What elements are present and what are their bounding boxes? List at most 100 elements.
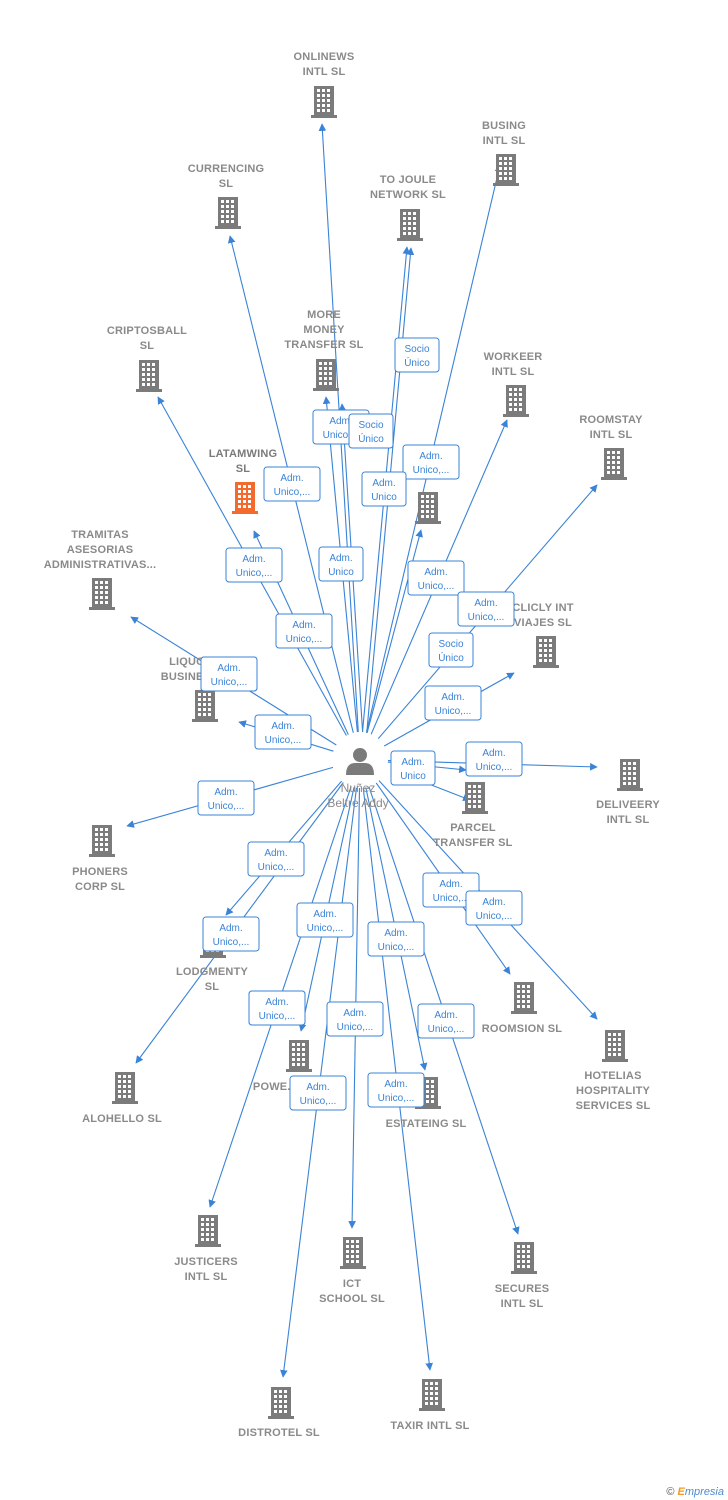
role-text-line: Adm. — [384, 1079, 407, 1090]
company-label-line: SL — [140, 340, 155, 352]
building-icon — [89, 825, 115, 857]
role-text: Adm.Unico,... — [337, 1008, 374, 1033]
role-label-clicly[interactable]: Adm.Unico,... — [424, 685, 482, 721]
role-label-hotelias[interactable]: Adm.Unico,... — [465, 890, 523, 926]
role-label-phoners[interactable]: Adm.Unico,... — [197, 780, 255, 816]
role-text-line: Unico,... — [337, 1022, 374, 1033]
company-label-line: POWE... — [253, 1081, 297, 1093]
role-label-workeer[interactable]: Adm.Unico,... — [407, 560, 465, 596]
company-node-powe[interactable]: POWE... — [253, 1040, 312, 1093]
role-box — [367, 1072, 425, 1108]
company-label-line: JUSTICERS — [174, 1256, 238, 1268]
role-label-busing[interactable]: Adm.Unico,... — [402, 444, 460, 480]
company-node-secures[interactable]: SECURES INTL SL — [495, 1242, 550, 1310]
company-node-alohello[interactable]: ALOHELLO SL — [82, 1072, 162, 1125]
brand-name: mpresia — [684, 1486, 724, 1498]
company-node-busing[interactable]: BUSING INTL SL — [482, 120, 526, 186]
role-label-secures[interactable]: Adm.Unico,... — [417, 1003, 475, 1039]
role-label-roomstay[interactable]: Adm.Unico,... — [457, 591, 515, 627]
role-label-latamwing[interactable]: Adm.Unico,... — [225, 547, 283, 583]
role-label-liquo[interactable]: Adm.Unico,... — [254, 714, 312, 750]
company-node-hidden_center[interactable] — [415, 492, 441, 524]
building-icon — [286, 1040, 312, 1072]
company-node-distrotel[interactable]: DISTROTEL SL — [238, 1387, 320, 1439]
building-icon — [419, 1379, 445, 1411]
role-text-line: Unico,... — [435, 706, 472, 717]
company-node-roomsion[interactable]: ROOMSION SL — [482, 982, 563, 1035]
person-name-line: Nuñez — [341, 781, 376, 795]
empresia-brand[interactable]: © Empresia — [666, 1486, 724, 1498]
building-icon — [602, 1030, 628, 1062]
role-text-line: Adm. — [384, 928, 407, 939]
company-label-line: ONLINEWS — [294, 51, 355, 63]
role-text-line: Unico,... — [378, 942, 415, 953]
role-label-estateing[interactable]: Adm. Unico,... — [367, 921, 425, 957]
role-label-alohello[interactable]: Adm.Unico,... — [202, 916, 260, 952]
role-text: Adm.Unico,... — [476, 748, 513, 773]
company-label: TAXIR INTL SL — [390, 1420, 469, 1432]
company-label-line: PHONERS — [72, 866, 128, 878]
role-text-line: Adm. — [329, 553, 352, 564]
role-label-deliveery[interactable]: Adm.Unico,... — [465, 741, 523, 777]
role-text: Adm.Unico,... — [476, 897, 513, 922]
role-text-line: Adm. — [401, 757, 424, 768]
role-label-taxir[interactable]: Adm. Unico,... — [367, 1072, 425, 1108]
company-label-line: SECURES — [495, 1283, 550, 1295]
company-node-taxir[interactable]: TAXIR INTL SL — [390, 1379, 469, 1432]
role-label-parcel[interactable]: Adm.Unico — [390, 750, 436, 786]
role-text-line: Adm. — [482, 748, 505, 759]
role-label-roomsion[interactable]: Adm.Unico,... — [422, 872, 480, 908]
company-label-line: ICT — [343, 1278, 361, 1290]
company-label-line: INTL SL — [501, 1298, 544, 1310]
building-icon — [311, 86, 337, 118]
company-label: DISTROTEL SL — [238, 1427, 320, 1439]
company-label-line: BUSING — [482, 120, 526, 132]
role-label-moremoney[interactable]: Adm.Unico,... — [275, 613, 333, 649]
role-box — [263, 466, 321, 502]
role-label-lodgmenty[interactable]: Adm.Unico,... — [247, 841, 305, 877]
role-text-line: Adm. — [419, 451, 442, 462]
role-label-tojoule[interactable]: Adm.Unico — [361, 471, 407, 507]
role-text: Adm.Unico,... — [300, 1082, 337, 1107]
role-label-currencing[interactable]: Adm.Unico,... — [263, 466, 321, 502]
company-label-line: PARCEL — [450, 822, 496, 834]
role-label-ict[interactable]: Adm.Unico,... — [326, 1001, 384, 1037]
company-label-line: INTL SL — [483, 135, 526, 147]
role-text: Adm.Unico,... — [258, 848, 295, 873]
role-label-hidden_center[interactable]: Adm.Unico — [318, 546, 364, 582]
role-label-justicers[interactable]: Adm.Unico,... — [296, 902, 354, 938]
role-text-line: Unico,... — [378, 1093, 415, 1104]
role-label-distrotel[interactable]: Adm.Unico,... — [289, 1075, 347, 1111]
company-label-line: ROOMSION SL — [482, 1023, 563, 1035]
company-label-line: BUSINE... — [161, 671, 214, 683]
building-icon — [511, 1242, 537, 1274]
role-label-tramitas[interactable]: Adm.Unico,... — [200, 656, 258, 692]
role-label-powe[interactable]: Adm.Unico,... — [248, 990, 306, 1026]
company-label: ALOHELLO SL — [82, 1113, 162, 1125]
role-box — [254, 714, 312, 750]
